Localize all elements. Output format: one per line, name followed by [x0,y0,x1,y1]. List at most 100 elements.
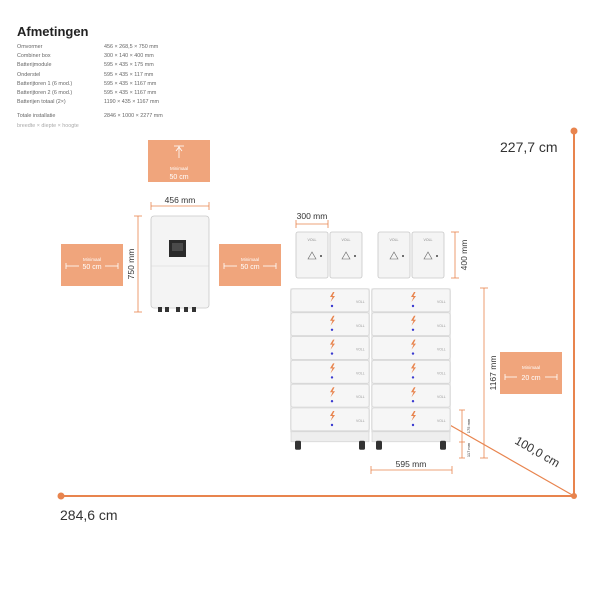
clearance-right-value: 50 cm [240,264,259,271]
spec-label: Omvormer [17,44,43,50]
spec-row: Batterijtoren 1 (6 mod.)595 × 435 × 1167… [17,80,217,89]
battery-status-led [411,400,415,403]
battery-width-dim [370,466,453,474]
brand-logo: VOLL [437,419,446,423]
battery-width-label: 595 mm [396,459,427,469]
room-height-label: 227,7 cm [500,139,558,155]
clearance-battery-value: 20 cm [521,375,540,382]
spec-label: Batterijen totaal (2×) [17,99,66,106]
spec-label: Combiner box [17,53,51,60]
spec-value: 595 × 435 × 1167 mm [104,90,157,97]
brand-logo: VOLL [356,419,365,423]
battery-height-dim [480,287,488,459]
spec-label: Batterijmodule [17,62,52,69]
battery-status-led [411,423,415,427]
brand-logo: VOLL [437,324,446,328]
warning-icon [423,251,433,260]
brand-logo: VOLL [437,395,446,399]
spec-value: 595 × 435 × 175 mm [104,62,154,69]
brand-logo: VOLL [356,395,365,399]
clearance-box-left: Minimaal 50 cm [61,244,123,286]
clearance-caption: Minimaal [522,365,540,370]
brand-logo: VOLL [342,238,351,242]
spec-row: Omvormer 456 × 268,5 × 750 mm [17,43,217,52]
battery-module [371,336,451,360]
spec-row: Batterijen totaal (2×) 1190 × 435 × 1167 … [17,98,217,107]
battery-module [371,360,451,384]
inverter [150,215,210,312]
combiner-box: VOLL [377,231,411,279]
room-height-dot [570,127,578,135]
brand-logo: VOLL [356,324,365,328]
inverter-width-label: 456 mm [165,195,196,205]
spec-total-row: Totale installatie 2846 × 1000 × 2277 mm [17,112,217,121]
combiner-height-label: 400 mm [459,240,469,271]
spec-total-label: Totale installatie [17,113,56,120]
brand-logo: VOLL [390,238,399,242]
battery-status-led [411,376,415,379]
battery-module [371,288,451,313]
brand-logo: VOLL [356,348,365,352]
spec-row: Batterijtoren 2 (6 mod.) 595 × 435 × 1167… [17,89,217,98]
battery-status-led [330,423,334,427]
clearance-box-battery: Minimaal 20 cm [500,352,562,394]
battery-base [371,431,451,443]
clearance-caption: Minimaal [83,257,101,262]
spec-value: 595 × 435 × 117 mm [104,71,154,78]
battery-module [290,360,370,384]
battery-status-led [330,304,334,308]
combiner-box: VOLL [295,231,329,279]
battery-wheel [295,440,301,450]
spec-row: Batterijmodule 595 × 435 × 175 mm [17,61,217,70]
battery-module [371,312,451,336]
battery-status-led [411,304,415,308]
spec-value: 1190 × 435 × 1167 mm [104,99,159,106]
battery-module [371,383,451,408]
battery-status-led [330,352,334,355]
lightning-icon [330,315,335,326]
inverter-connectors [158,307,196,312]
inverter-height-label: 750 mm [126,249,136,280]
battery-status-led [330,328,334,331]
clearance-left-value: 50 cm [82,264,101,271]
battery-module [290,288,370,313]
lightning-icon [411,363,416,374]
spec-total-value: 2846 × 1000 × 2277 mm [104,113,163,120]
page-title: Afmetingen [17,24,89,39]
spec-list: Omvormer 456 × 268,5 × 750 mm Combiner bo… [17,43,217,131]
spec-label: Batterijtoren 2 (6 mod.) [17,90,73,97]
brand-logo: VOLL [356,300,365,304]
spec-total-note-row: breedte × diepte × hoogte [17,122,217,131]
spec-value: 300 × 140 × 400 mm [104,53,154,60]
warning-icon [307,251,317,260]
room-corner-dot [571,493,577,499]
lightning-icon [330,363,335,374]
brand-logo: VOLL [437,348,446,352]
battery-status-led [411,328,415,331]
battery-status-led [411,352,415,355]
arrow-right-icon [223,263,277,269]
lightning-icon [411,411,416,421]
battery-status-led [330,400,334,403]
battery-wheel [440,440,446,450]
lightning-icon [330,387,335,398]
combiner-box: VOLL [329,231,363,279]
lightning-icon [330,339,335,350]
module-height-label: 175 mm [466,418,471,433]
battery-module [290,312,370,336]
combiner-height-dim [451,231,459,279]
combiner-width-dim [295,220,329,228]
brand-logo: VOLL [437,300,446,304]
room-width-label: 284,6 cm [60,507,118,523]
room-width-dot [57,492,65,500]
brand-logo: VOLL [308,238,317,242]
lightning-icon [411,292,416,302]
battery-module [371,407,451,432]
battery-module [290,336,370,360]
inverter-height-dim [134,215,142,313]
battery-base [290,431,370,443]
spec-value: 456 × 268,5 × 750 mm [104,44,159,50]
brand-logo: VOLL [356,371,365,375]
